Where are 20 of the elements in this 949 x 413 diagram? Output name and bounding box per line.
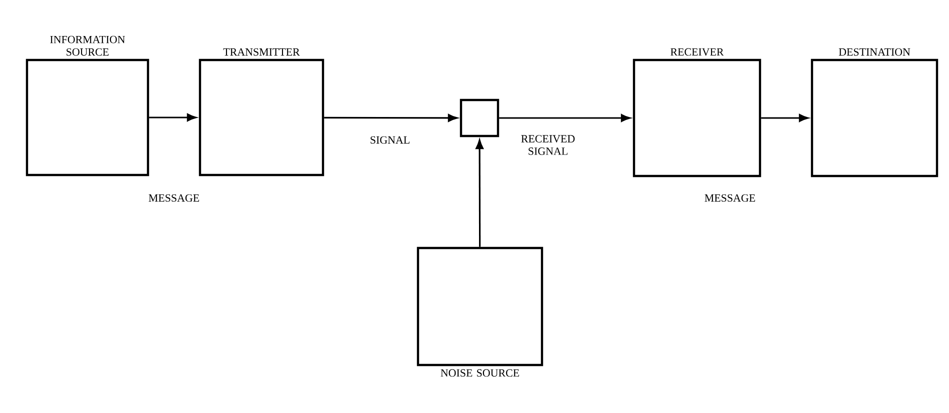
block-heading: DESTINATION	[838, 48, 910, 56]
block-heading: TRANSMITTER	[223, 48, 300, 56]
block-box	[26, 36, 150, 176]
block-box	[460, 98, 500, 138]
arrow	[476, 140, 484, 247]
edge-label: RECEIVED SIGNAL	[521, 135, 575, 155]
block-box	[416, 246, 544, 377]
arrow	[324, 114, 458, 122]
block-heading: NOISE SOURCE	[440, 369, 520, 377]
block-heading: RECEIVER	[670, 48, 724, 56]
block-box	[810, 48, 938, 178]
block-box	[198, 48, 324, 176]
signal-label: MESSAGE	[704, 194, 756, 202]
arrow	[149, 114, 196, 122]
edge-label: SIGNAL	[370, 136, 410, 144]
arrow	[761, 114, 808, 122]
block-heading: INFORMATION SOURCE	[50, 36, 125, 56]
signal-label: MESSAGE	[148, 194, 200, 202]
arrow	[499, 114, 630, 122]
block-box	[632, 48, 762, 178]
